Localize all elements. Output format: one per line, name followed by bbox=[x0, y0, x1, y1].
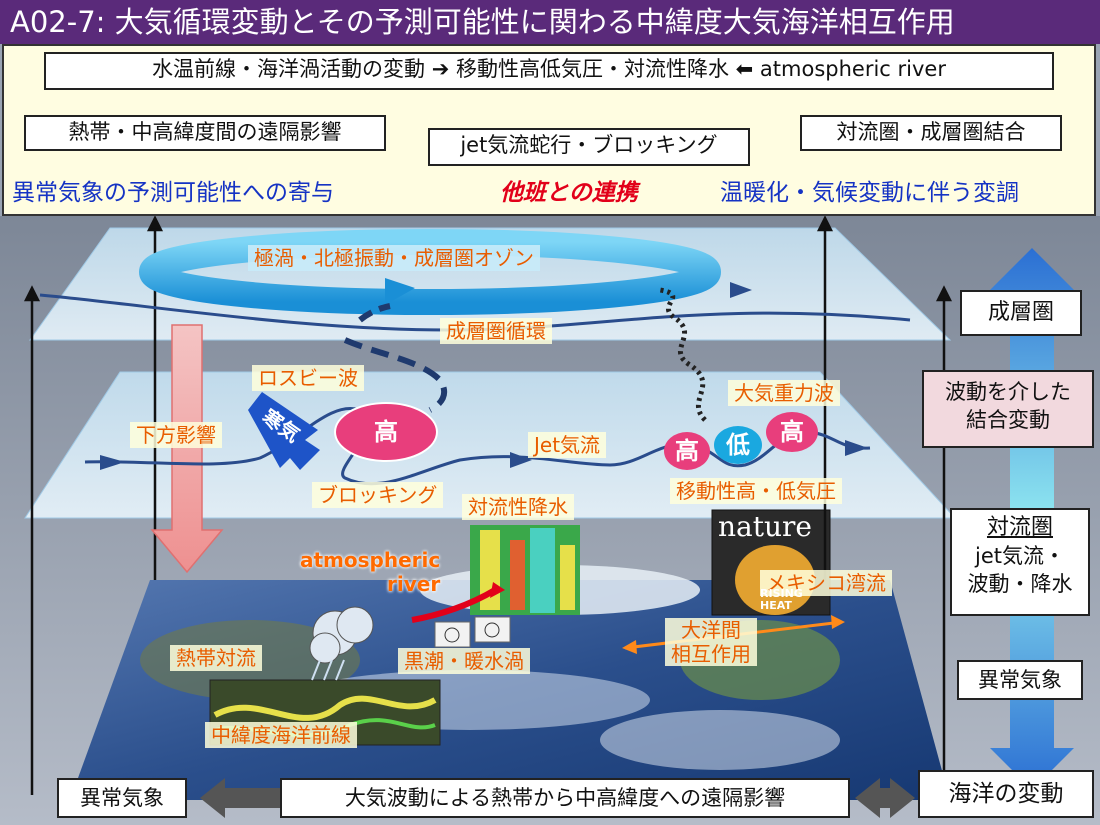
left-box: 熱帯・中高緯度間の遠隔影響 bbox=[24, 115, 386, 151]
blocking-label: ブロッキング bbox=[312, 482, 444, 508]
low-pressure: 低 bbox=[714, 426, 762, 464]
front-label: 中緯度海洋前線 bbox=[205, 722, 357, 748]
mexico-label: メキシコ湾流 bbox=[760, 570, 892, 596]
high-pressure-1: 高 bbox=[664, 432, 710, 470]
gravity-label: 大気重力波 bbox=[728, 380, 840, 406]
stratosphere-box: 成層圏 bbox=[960, 290, 1082, 336]
ocean-inter-label: 大洋間 相互作用 bbox=[665, 618, 757, 666]
ar-label: atmospheric river bbox=[300, 548, 441, 596]
high-pressure-big: 高 bbox=[334, 402, 438, 462]
bottom-arrows bbox=[200, 778, 915, 818]
teleconnection-box: 大気波動による熱帯から中高緯度への遠隔影響 bbox=[280, 778, 850, 818]
jet-label: Jet気流 bbox=[528, 432, 607, 458]
extreme-side-box: 異常気象 bbox=[957, 660, 1083, 700]
row1-box: 水温前線・海洋渦活動の変動 ➔ 移動性高低気圧・対流性降水 ⬅ atmosphe… bbox=[44, 52, 1054, 90]
cyclones-label: 移動性高・低気圧 bbox=[670, 478, 842, 504]
ocean-change-box: 海洋の変動 bbox=[918, 770, 1094, 818]
kuroshio-label: 黒潮・暖水渦 bbox=[398, 648, 530, 674]
climate-change-text: 温暖化・気候変動に伴う変調 bbox=[720, 180, 1019, 206]
rossby-wave-path bbox=[343, 337, 448, 413]
collaboration-text: 他班との連携 bbox=[500, 180, 638, 206]
polar-vortex-ring bbox=[139, 229, 721, 315]
cold-air-arrow bbox=[248, 392, 320, 470]
extreme-bottom-box: 異常気象 bbox=[57, 778, 187, 818]
right-box: 対流圏・成層圏結合 bbox=[800, 115, 1062, 151]
page-title: A02-7: 大気循環変動とその予測可能性に関わる中緯度大気海洋相互作用 bbox=[10, 5, 955, 39]
title-bar: A02-7: 大気循環変動とその予測可能性に関わる中緯度大気海洋相互作用 bbox=[0, 0, 1100, 44]
ar-arrow bbox=[411, 587, 497, 623]
high-pressure-2: 高 bbox=[766, 412, 818, 452]
strat-circ-label: 成層圏循環 bbox=[440, 318, 552, 344]
center-box: jet気流蛇行・ブロッキング bbox=[428, 128, 750, 166]
downward-arrow bbox=[150, 324, 224, 574]
conv-precip-label: 対流性降水 bbox=[462, 494, 574, 520]
downward-label: 下方影響 bbox=[130, 422, 222, 448]
coupling-box: 波動を介した 結合変動 bbox=[922, 370, 1094, 448]
nature-title: nature bbox=[718, 510, 812, 543]
rising-heat-text: RISING HEAT bbox=[760, 587, 803, 612]
rossby-label: ロスビー波 bbox=[252, 365, 364, 391]
predictability-text: 異常気象の予測可能性への寄与 bbox=[12, 180, 334, 206]
troposphere-box: 対流圏 jet気流・ 波動・降水 bbox=[950, 508, 1090, 616]
gravity-wave-path bbox=[659, 287, 707, 422]
polar-vortex-label: 極渦・北極振動・成層圏オゾン bbox=[248, 245, 540, 271]
trop-conv-label: 熱帯対流 bbox=[170, 645, 262, 671]
troposphere-title: 対流圏 bbox=[986, 515, 1053, 540]
troposphere-body: jet気流・ 波動・降水 bbox=[967, 544, 1073, 596]
